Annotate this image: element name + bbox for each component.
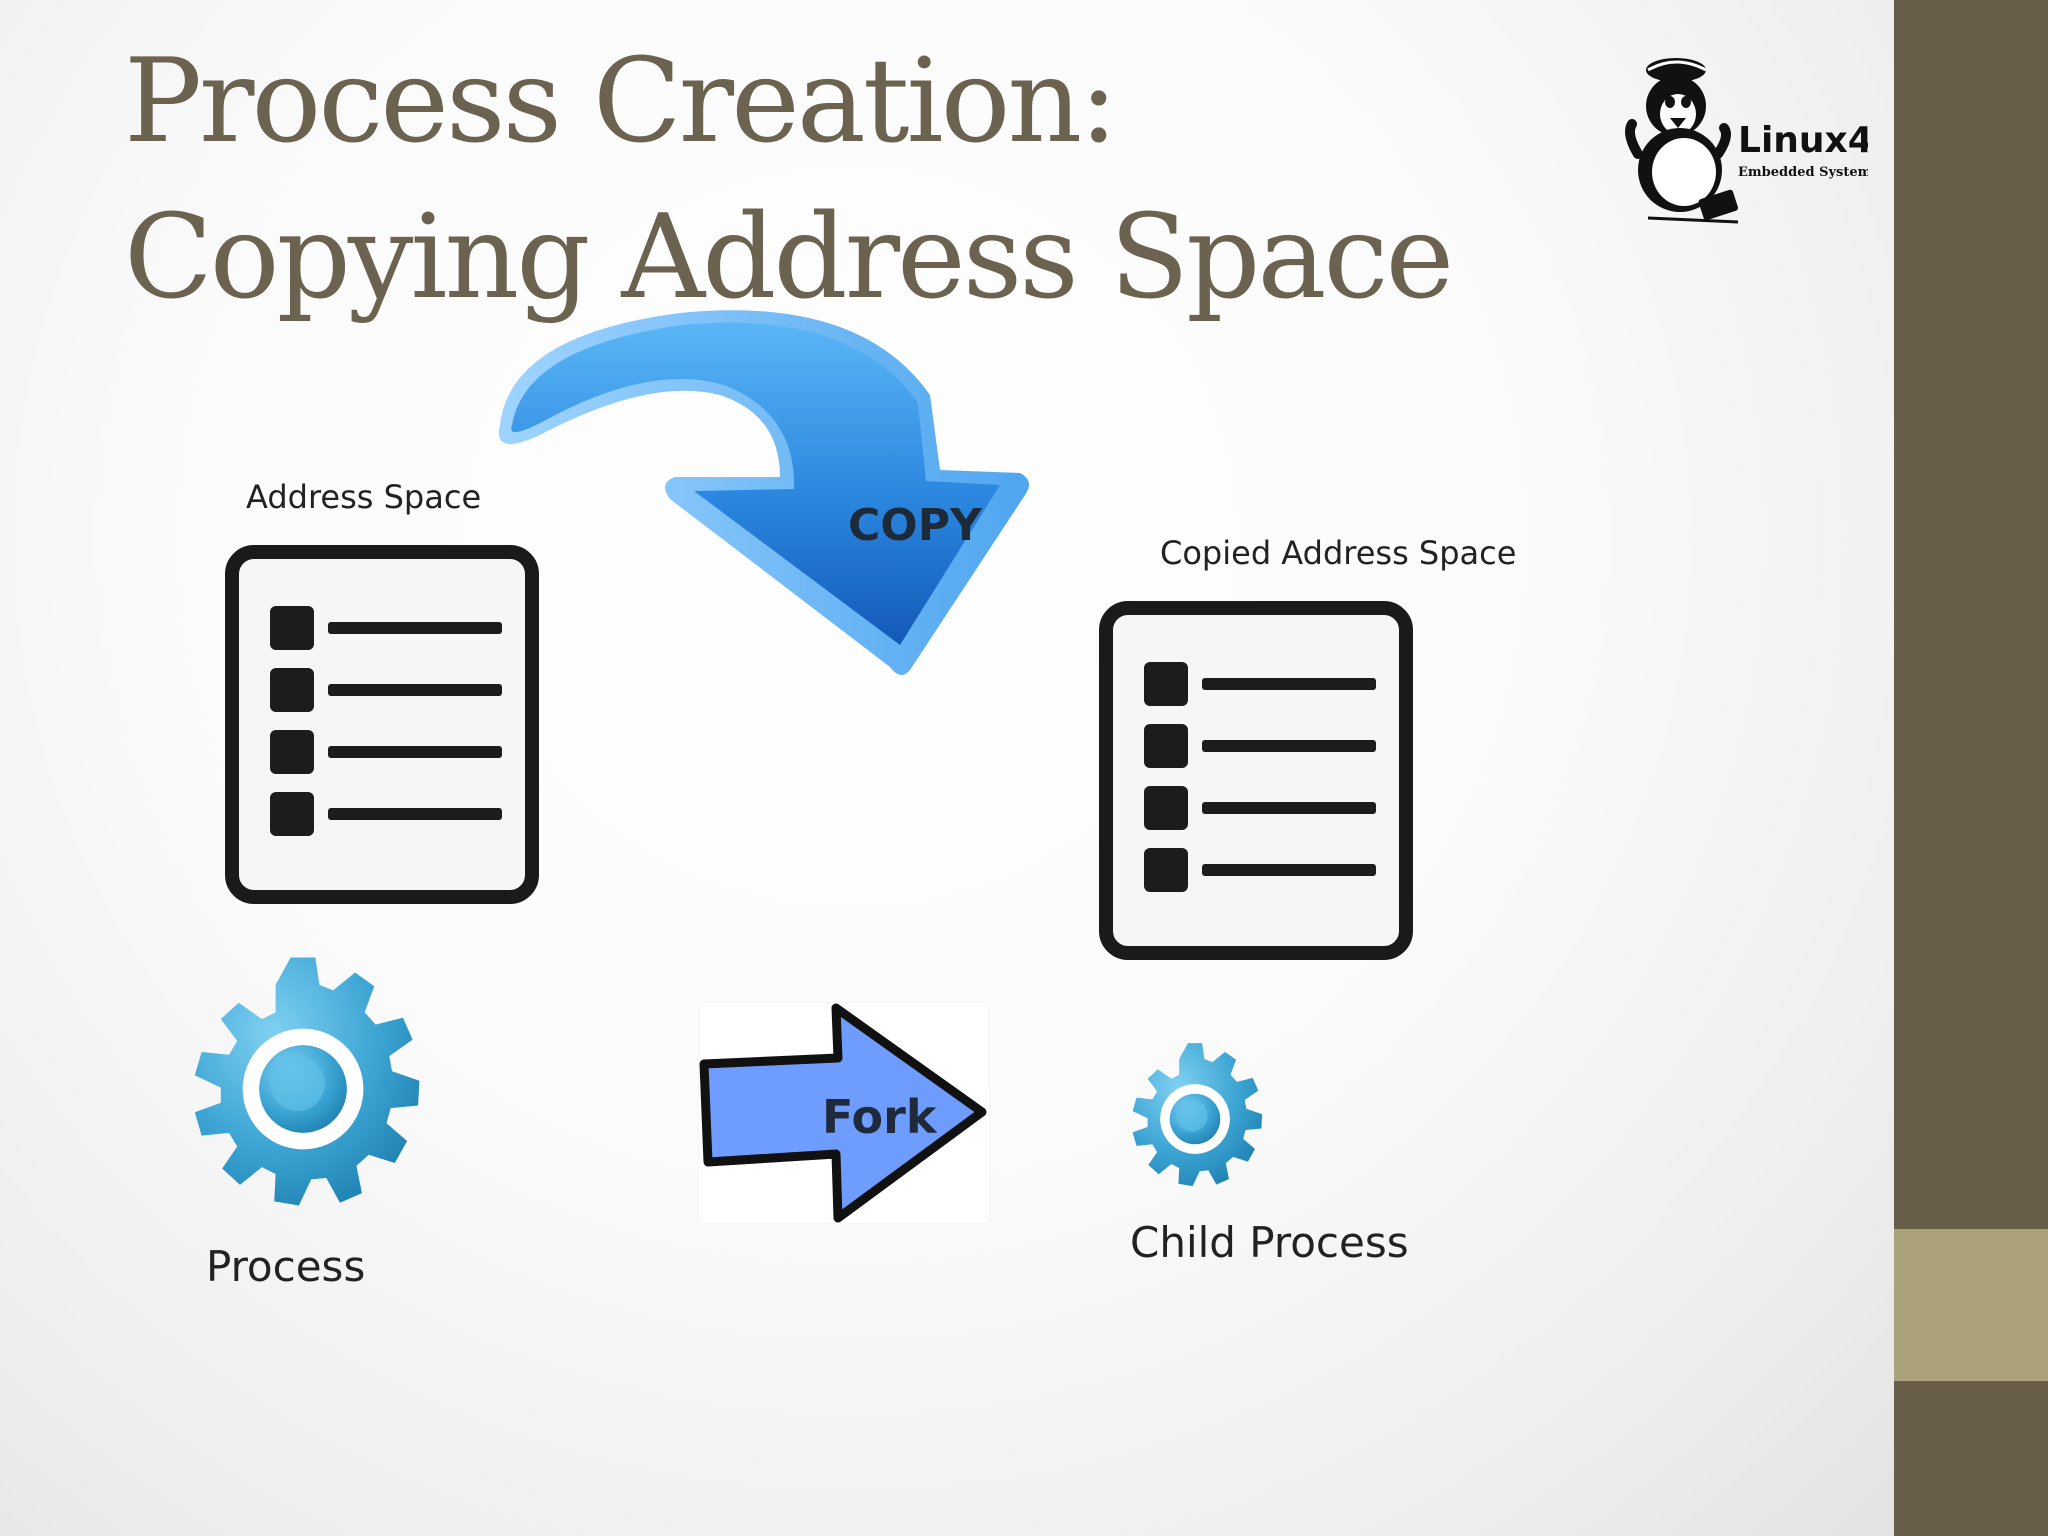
child-process-label: Child Process xyxy=(1130,1218,1409,1267)
copy-label: COPY xyxy=(848,500,982,551)
fork-label: Fork xyxy=(822,1090,937,1144)
logo-text-main: Linux4 xyxy=(1738,120,1868,161)
title-line-2: Copying Address Space xyxy=(124,190,1454,325)
linux4-logo: Linux4 Embedded Systems xyxy=(1625,58,1868,224)
process-gear-icon xyxy=(194,957,420,1206)
child-process-gear-icon xyxy=(1132,1043,1263,1187)
copied-document-list-icon xyxy=(1099,601,1413,960)
logo-text-sub: Embedded Systems xyxy=(1738,165,1868,180)
fork-arrow-icon xyxy=(698,1002,990,1224)
title-line-1: Process Creation: xyxy=(124,34,1118,169)
slide-title: Process Creation: Copying Address Space xyxy=(124,24,1454,336)
copy-arrow-icon xyxy=(498,310,1029,675)
copied-address-space-label: Copied Address Space xyxy=(1160,534,1517,572)
penguin-logo xyxy=(1625,58,1739,224)
document-list-icon xyxy=(225,545,539,904)
sidebar-accent xyxy=(1894,1229,2048,1381)
address-space-label: Address Space xyxy=(246,478,482,516)
process-label: Process xyxy=(206,1242,366,1291)
